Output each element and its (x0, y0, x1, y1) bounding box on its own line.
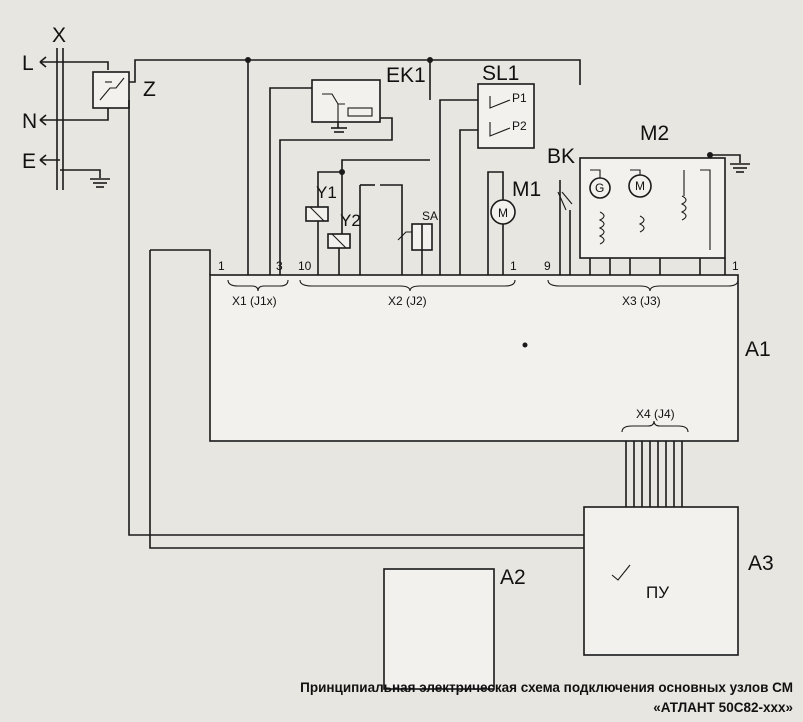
user-panel-label: ПУ (646, 583, 669, 602)
wire-sl1-p2 (459, 129, 478, 275)
module-a1: A1 (209, 274, 771, 442)
diagram-caption: Принципиальная электрическая схема подкл… (193, 678, 793, 718)
caption-line-1: Принципиальная электрическая схема подкл… (300, 680, 793, 695)
wire-valves-common (317, 171, 343, 234)
level-switch-sl1-label: SL1 (482, 62, 519, 85)
earth-symbol-2 (710, 154, 750, 173)
valve-y1: Y1 (305, 183, 337, 222)
x2-brace (299, 279, 516, 292)
connector-x3-label: X3 (J3) (622, 294, 661, 308)
x3-brace (547, 279, 739, 292)
connector-x1-label: X1 (J1x) (232, 294, 277, 308)
terminal-x-label: X (52, 24, 66, 47)
sl1-p2-label: P2 (512, 119, 527, 133)
valve-y2-label: Y2 (340, 211, 361, 230)
x2-pin-first: 10 (298, 259, 312, 273)
wire-neutral-a1 (150, 249, 211, 275)
thermal-protector-bk-label: BK (547, 145, 575, 168)
wire-top-bus (129, 59, 581, 85)
valve-y1-label: Y1 (316, 183, 337, 202)
thermal-protector-bk: BK (547, 145, 575, 211)
x1-brace (227, 279, 289, 292)
wire-valves-top (341, 159, 430, 172)
connector-x2-label: X2 (J2) (388, 294, 427, 308)
module-a3: A3 ПУ (583, 506, 774, 656)
x4-brace (621, 420, 689, 433)
terminal-l-label: L (22, 52, 34, 75)
level-switch-sl1: P1 P2 SL1 (477, 62, 535, 149)
wire-l (60, 61, 109, 70)
pump-m1-symbol: M (498, 206, 508, 220)
pump-m1-label: M1 (512, 178, 541, 201)
x3-pin-first: 9 (544, 259, 551, 273)
x1-pin-last: 3 (276, 259, 283, 273)
motor-m2: M2 G M (579, 122, 726, 259)
pump-m1: M M1 (490, 178, 541, 225)
terminal-block-x: X L N E (22, 24, 66, 190)
wire-sl1-p1 (439, 99, 478, 275)
module-a3-label: A3 (748, 552, 774, 575)
x4-wire-bundle (625, 441, 683, 507)
caption-line-2: «АТЛАНТ 50С82-xxx» (653, 700, 793, 715)
wire-ek1-a (269, 87, 312, 275)
filter-z: Z (92, 71, 156, 109)
motor-m2-symbol: M (635, 179, 645, 193)
heater-ek1-label: EK1 (386, 64, 426, 87)
sl1-p1-label: P1 (512, 91, 527, 105)
x2-pin-last: 1 (510, 259, 517, 273)
terminal-e-label: E (22, 150, 36, 173)
wire-x2-mid3 (380, 184, 403, 275)
connector-x4-label: X4 (J4) (636, 407, 675, 421)
module-a2: A2 (383, 566, 526, 690)
wire-m1-a (487, 171, 504, 275)
filter-z-label: Z (143, 78, 156, 101)
door-lock-sa: SA (397, 209, 438, 251)
module-a2-label: A2 (500, 566, 526, 589)
x3-pin-last: 1 (732, 259, 739, 273)
door-lock-sa-label: SA (422, 209, 438, 223)
tacho-generator-symbol: G (595, 181, 604, 195)
terminal-n-label: N (22, 110, 37, 133)
heater-ek1: EK1 (311, 64, 426, 133)
earth-symbol-1 (60, 169, 110, 188)
module-a1-label: A1 (745, 338, 771, 361)
wire-ek1-b (279, 117, 393, 275)
x1-pin-first: 1 (218, 259, 225, 273)
wire-n (60, 108, 109, 121)
motor-m2-label: M2 (640, 122, 669, 145)
valve-y2: Y2 (327, 211, 361, 249)
